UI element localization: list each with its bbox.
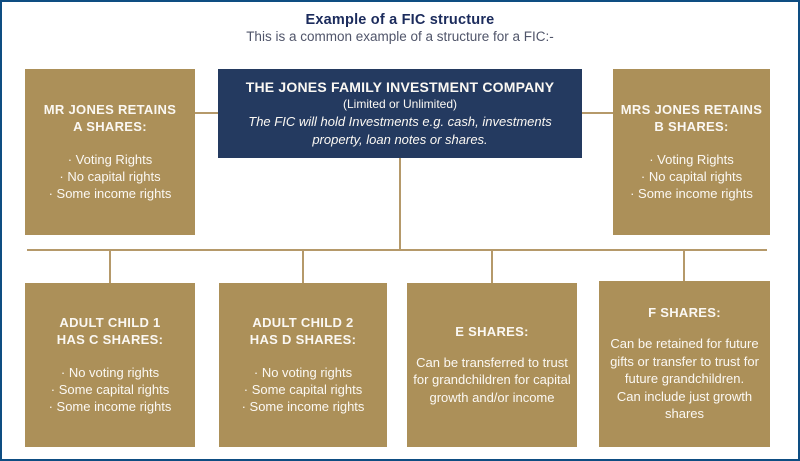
mrs-jones-heading-line-1: MRS JONES RETAINS: [620, 101, 763, 117]
mrs-jones-heading: MRS JONES RETAINS B SHARES:: [621, 102, 762, 136]
mr-jones-bullets: Voting Rights No capital rights Some inc…: [49, 151, 172, 202]
company-title: THE JONES FAMILY INVESTMENT COMPANY: [245, 78, 555, 95]
adult-child-1-bullets: No voting rights Some capital rights Som…: [49, 364, 172, 415]
adult-child-1-heading-line-1: ADULT CHILD 1: [59, 314, 161, 330]
f-shares-text-2: Can include just growth shares: [616, 388, 753, 422]
bullet-item: No capital rights: [630, 168, 753, 185]
bullet-item: No voting rights: [49, 364, 172, 381]
bullet-item: Voting Rights: [49, 151, 172, 168]
connector-horizontal-bus: [27, 249, 767, 251]
adult-child-2-box: ADULT CHILD 2 HAS D SHARES: No voting ri…: [219, 283, 387, 447]
connector-drop-e-shares: [491, 251, 493, 283]
bullet-item: No voting rights: [242, 364, 365, 381]
mr-jones-heading-line-1: MR JONES RETAINS: [43, 101, 177, 117]
f-shares-heading: F SHARES:: [648, 305, 721, 321]
adult-child-1-heading: ADULT CHILD 1 HAS C SHARES:: [57, 315, 163, 349]
company-description: The FIC will hold Investments e.g. cash,…: [248, 113, 552, 147]
page-title: Example of a FIC structure: [305, 12, 495, 28]
connector-drop-child-1: [109, 251, 111, 283]
bullet-item: Some income rights: [242, 398, 365, 415]
mrs-jones-bullets: Voting Rights No capital rights Some inc…: [630, 151, 753, 202]
page-subtitle: This is a common example of a structure …: [246, 29, 554, 44]
e-shares-box: E SHARES: Can be transferred to trust fo…: [407, 283, 577, 447]
mr-jones-heading-line-2: A SHARES:: [73, 118, 147, 134]
connector-drop-f-shares: [683, 251, 685, 281]
adult-child-1-box: ADULT CHILD 1 HAS C SHARES: No voting ri…: [25, 283, 195, 447]
adult-child-2-bullets: No voting rights Some capital rights Som…: [242, 364, 365, 415]
adult-child-2-heading-line-2: HAS D SHARES:: [249, 331, 357, 347]
company-box: THE JONES FAMILY INVESTMENT COMPANY (Lim…: [218, 69, 582, 158]
f-shares-text-1: Can be retained for future gifts or tran…: [610, 336, 759, 387]
connector-company-down: [399, 158, 401, 250]
mrs-jones-heading-line-2: B SHARES:: [654, 118, 729, 134]
bullet-item: Some capital rights: [49, 381, 172, 398]
mr-jones-heading: MR JONES RETAINS A SHARES:: [44, 102, 176, 136]
connector-mr-to-company: [195, 112, 218, 114]
bullet-item: Some income rights: [49, 398, 172, 415]
adult-child-2-heading-line-1: ADULT CHILD 2: [252, 314, 354, 330]
connector-drop-child-2: [302, 251, 304, 283]
bullet-item: Some capital rights: [242, 381, 365, 398]
bullet-item: Some income rights: [630, 185, 753, 202]
bullet-item: No capital rights: [49, 168, 172, 185]
mrs-jones-box: MRS JONES RETAINS B SHARES: Voting Right…: [613, 69, 770, 235]
mr-jones-box: MR JONES RETAINS A SHARES: Voting Rights…: [25, 69, 195, 235]
e-shares-heading: E SHARES:: [455, 323, 529, 339]
company-subtitle: (Limited or Unlimited): [342, 96, 458, 111]
bullet-item: Voting Rights: [630, 151, 753, 168]
f-shares-box: F SHARES: Can be retained for future gif…: [599, 281, 770, 447]
bullet-item: Some income rights: [49, 185, 172, 202]
e-shares-text: Can be transferred to trust for grandchi…: [413, 354, 571, 405]
adult-child-1-heading-line-2: HAS C SHARES:: [56, 331, 164, 347]
connector-company-to-mrs: [582, 112, 613, 114]
adult-child-2-heading: ADULT CHILD 2 HAS D SHARES:: [250, 315, 356, 349]
